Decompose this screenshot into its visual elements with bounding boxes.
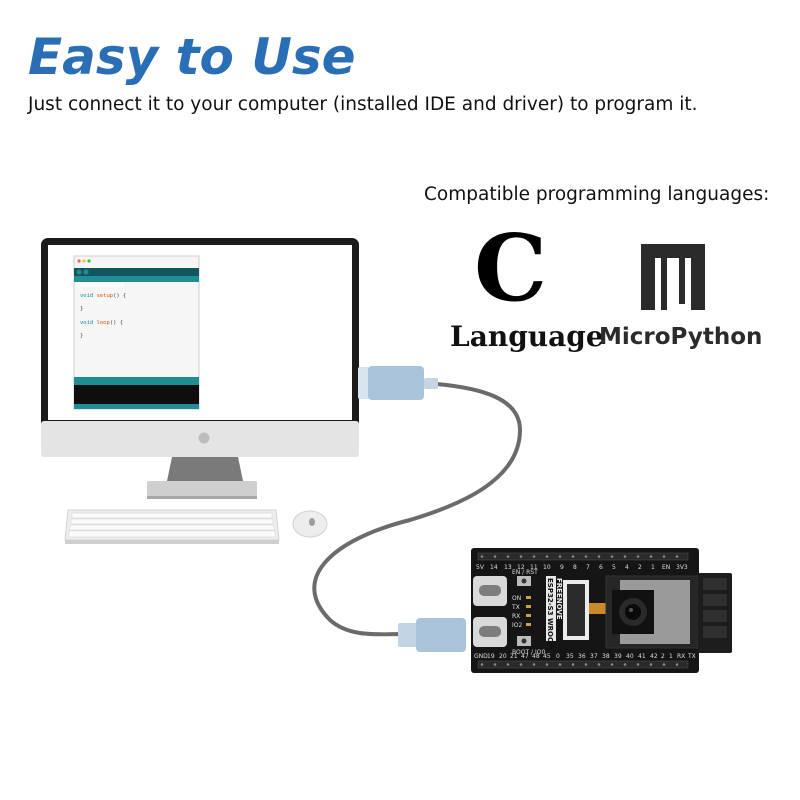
svg-text:45: 45 — [543, 653, 551, 660]
svg-text:0: 0 — [556, 653, 560, 660]
svg-text:8: 8 — [573, 564, 577, 571]
upload-icon — [83, 269, 89, 275]
svg-text:40: 40 — [626, 653, 634, 660]
svg-text:2: 2 — [661, 653, 665, 660]
svg-text:EN: EN — [662, 564, 670, 571]
svg-text:}: } — [80, 306, 83, 312]
svg-text:13: 13 — [504, 564, 512, 571]
svg-text:ESP32-S3 WROOM: ESP32-S3 WROOM — [546, 578, 554, 650]
svg-text:IO2: IO2 — [512, 622, 522, 629]
svg-text:42: 42 — [650, 653, 658, 660]
svg-text:6: 6 — [599, 564, 603, 571]
svg-text:}: } — [80, 333, 83, 339]
svg-text:void setup() {: void setup() { — [80, 293, 126, 299]
svg-text:21: 21 — [510, 653, 518, 660]
usb-c-connector — [398, 618, 466, 652]
svg-text:RX: RX — [512, 613, 520, 620]
svg-text:38: 38 — [602, 653, 610, 660]
page-subtitle: Just connect it to your computer (instal… — [28, 94, 698, 115]
svg-text:3V3: 3V3 — [676, 564, 688, 571]
page-title: Easy to Use — [28, 28, 356, 86]
svg-text:48: 48 — [532, 653, 540, 660]
svg-text:10: 10 — [543, 564, 551, 571]
svg-text:ON: ON — [512, 595, 521, 602]
c-language-logo: C — [474, 214, 548, 322]
svg-text:RX: RX — [677, 653, 685, 660]
svg-text:BOOT / IO0: BOOT / IO0 — [512, 649, 545, 656]
ide-window: void setup() { } void loop() { } — [73, 255, 200, 410]
svg-text:41: 41 — [638, 653, 646, 660]
svg-text:47: 47 — [521, 653, 529, 660]
svg-text:4: 4 — [625, 564, 629, 571]
svg-text:14: 14 — [490, 564, 498, 571]
c-language-label: Language — [450, 320, 604, 353]
svg-text:TX: TX — [511, 604, 520, 611]
keyboard — [64, 509, 280, 544]
monitor-stand — [147, 481, 257, 498]
svg-text:5: 5 — [612, 564, 616, 571]
svg-text:9: 9 — [560, 564, 564, 571]
verify-icon — [76, 269, 82, 275]
svg-text:20: 20 — [499, 653, 507, 660]
svg-text:19: 19 — [487, 653, 495, 660]
usb-cable — [312, 382, 523, 637]
mouse-icon — [292, 510, 328, 538]
svg-text:GND: GND — [474, 653, 488, 660]
svg-text:35: 35 — [566, 653, 574, 660]
svg-text:EN / RST: EN / RST — [512, 569, 538, 576]
svg-text:7: 7 — [586, 564, 590, 571]
svg-text:void loop() {: void loop() { — [80, 320, 123, 326]
monitor-neck — [167, 457, 243, 481]
svg-text:39: 39 — [614, 653, 622, 660]
esp32-s3-board: 5V 14 13 12 11 10 9 8 7 6 5 4 2 1 EN 3V3… — [471, 548, 732, 673]
svg-text:5V: 5V — [476, 564, 485, 571]
svg-text:TX: TX — [687, 653, 696, 660]
micropython-label: MicroPython — [599, 324, 763, 350]
svg-text:2: 2 — [638, 564, 642, 571]
camera-icon — [612, 590, 654, 634]
svg-text:12: 12 — [517, 564, 525, 571]
monitor-logo-icon — [198, 432, 210, 444]
usb-a-connector — [358, 366, 438, 400]
svg-text:1: 1 — [651, 564, 655, 571]
svg-text:11: 11 — [530, 564, 538, 571]
svg-text:FREENOVE: FREENOVE — [555, 578, 563, 620]
svg-text:36: 36 — [578, 653, 586, 660]
micropython-logo-icon — [641, 244, 705, 310]
compatible-languages-heading: Compatible programming languages: — [424, 184, 770, 205]
svg-text:37: 37 — [590, 653, 598, 660]
svg-text:1: 1 — [669, 653, 673, 660]
